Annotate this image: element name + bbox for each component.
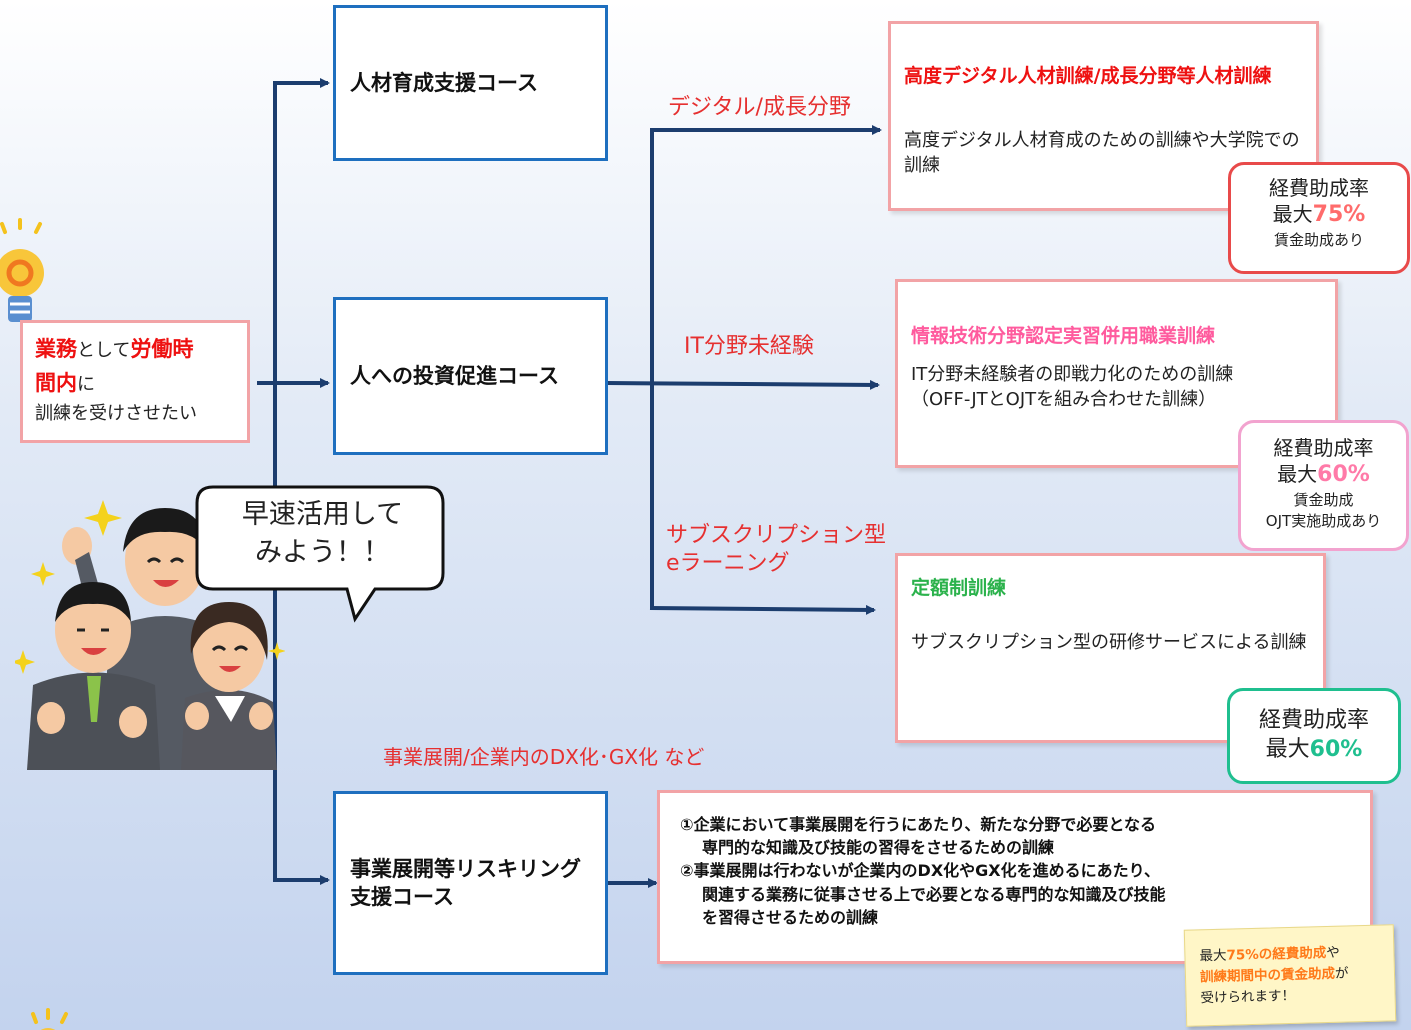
course-jigyou-tenkai: 事業展開等リスキリング支援コース xyxy=(333,791,608,975)
rate-badge-it: 経費助成率 最大60% 賃金助成 OJT実施助成あり xyxy=(1238,420,1409,551)
note-highlight: 75%の経費助成 xyxy=(1226,945,1327,964)
intro-text: として xyxy=(77,340,131,361)
course-hito-toushi: 人への投資促進コース xyxy=(333,297,608,455)
rate-max: 最大 xyxy=(1277,462,1318,486)
rate-note: 賃金助成あり xyxy=(1273,230,1364,249)
reskill-items: ①企業において事業展開を行うにあたり、新たな分野で必要となる 専門的な知識及び技… xyxy=(680,813,1166,929)
card-description-line: IT分野未経験者の即戦力化のための訓練 xyxy=(911,364,1234,385)
intro-highlight-roudou: 労働時 xyxy=(130,337,194,361)
branch-label-line: サブスクリプション型 xyxy=(666,523,887,548)
card-description: IT分野未経験者の即戦力化のための訓練 （OFF-JTとOJTを組み合わせた訓練… xyxy=(911,362,1233,412)
note-highlight: 訓練期間中の賃金助成 xyxy=(1199,965,1336,986)
intro-highlight-kannai: 間内 xyxy=(35,370,77,395)
branch-label-it: IT分野未経験 xyxy=(684,334,814,359)
intro-text: に xyxy=(77,373,95,395)
course-label: 事業展開等リスキリング支援コース xyxy=(350,856,581,909)
card-description: サブスクリプション型の研修サービスによる訓練 xyxy=(911,632,1307,653)
bubble-line: 早速活用して xyxy=(241,499,404,530)
lightbulb-icon xyxy=(0,218,44,322)
course-jinzai-ikusei: 人材育成支援コース xyxy=(333,5,608,161)
note-text: 受けられます！ xyxy=(1200,987,1296,1007)
course-label: 人材育成支援コース xyxy=(350,70,538,95)
card-title: 定額制訓練 xyxy=(911,577,1007,599)
intro-text: 訓練を受けさせたい xyxy=(35,403,197,425)
rate-badge-digital: 経費助成率 最大75% 賃金助成あり xyxy=(1228,162,1410,274)
reskill-item-line: ①企業において事業展開を行うにあたり、新たな分野で必要となる xyxy=(680,815,1156,834)
rate-max: 最大 xyxy=(1272,202,1313,226)
card-title: 情報技術分野認定実習併用職業訓練 xyxy=(911,325,1216,347)
reskill-item-line: を習得させるための訓練 xyxy=(702,907,879,927)
reskill-item-line: 関連する業務に従事させる上で必要となる専門的な知識及び技能 xyxy=(702,884,1166,904)
rate-value: 60% xyxy=(1309,736,1363,762)
rate-label: 経費助成率 xyxy=(1269,176,1369,200)
note-text: や xyxy=(1326,944,1340,962)
note-text: が xyxy=(1334,965,1349,982)
cheering-people-illustration xyxy=(15,500,285,770)
branch-label-dx: 事業展開/企業内のDX化･GX化 など xyxy=(383,745,705,769)
reskill-item-line: 専門的な知識及び技能の習得をさせるための訓練 xyxy=(702,838,1055,858)
speech-bubble-shape xyxy=(195,485,445,623)
card-title: 高度デジタル人材訓練/成長分野等人材訓練 xyxy=(904,65,1272,87)
intro-highlight-gyomu: 業務 xyxy=(35,337,77,361)
speech-bubble-text: 早速活用して みよう！！ xyxy=(200,496,445,572)
intro-box: 業務として労働時 間内に 訓練を受けさせたい xyxy=(20,320,250,443)
bubble-line: みよう！！ xyxy=(255,536,390,568)
branch-label-line: eラーニング xyxy=(666,550,790,576)
rate-value: 60% xyxy=(1317,462,1370,487)
rate-label: 経費助成率 xyxy=(1258,708,1369,733)
card-description: 高度デジタル人材育成のための訓練や大学院での訓練 xyxy=(904,130,1300,177)
sticky-note: 最大75%の経費助成や 訓練期間中の賃金助成が 受けられます！ xyxy=(1183,924,1397,1027)
rate-note: 賃金助成 xyxy=(1293,490,1354,509)
rate-badge-subscription: 経費助成率 最大60% xyxy=(1227,688,1401,784)
card-it-training: 情報技術分野認定実習併用職業訓練 IT分野未経験者の即戦力化のための訓練 （OF… xyxy=(895,279,1338,468)
course-label: 人への投資促進コース xyxy=(350,363,559,388)
branch-label-subscription: サブスクリプション型 eラーニング xyxy=(666,522,886,577)
rate-label: 経費助成率 xyxy=(1273,436,1374,460)
rate-value: 75% xyxy=(1312,202,1366,227)
rate-note: OJT実施助成あり xyxy=(1265,511,1382,530)
reskill-item-line: ②事業展開は行わないが企業内のDX化やGX化を進めるにあたり、 xyxy=(680,861,1160,881)
lightbulb-icon xyxy=(31,1008,68,1030)
rate-max: 最大 xyxy=(1265,736,1310,762)
note-text: 最大 xyxy=(1199,947,1227,965)
card-description-line: （OFF-JTとOJTを組み合わせた訓練） xyxy=(911,389,1217,411)
branch-label-digital: デジタル/成長分野 xyxy=(668,95,851,120)
